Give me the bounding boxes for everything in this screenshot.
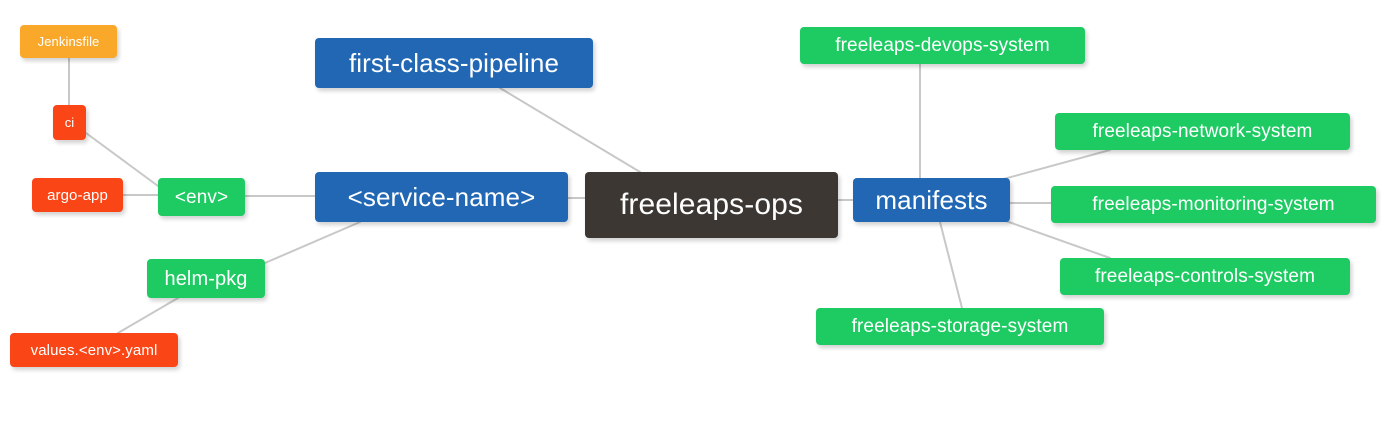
node-freeleaps-storage-system[interactable]: freeleaps-storage-system	[816, 308, 1104, 345]
node-first-class-pipeline[interactable]: first-class-pipeline	[315, 38, 593, 88]
node-label-helm-pkg: helm-pkg	[164, 267, 248, 290]
edge-manifests-to-freeleaps-controls-system	[1005, 220, 1111, 259]
node-label-env: <env>	[174, 186, 229, 208]
node-label-freeleaps-devops-system: freeleaps-devops-system	[835, 35, 1050, 56]
node-label-freeleaps-network-system: freeleaps-network-system	[1092, 121, 1313, 142]
edge-first-class-pipeline-to-freeleaps-ops	[499, 87, 641, 173]
node-freeleaps-network-system[interactable]: freeleaps-network-system	[1055, 113, 1350, 150]
edge-manifests-to-freeleaps-storage-system	[939, 221, 963, 309]
node-label-service-name: <service-name>	[347, 182, 536, 212]
node-label-manifests: manifests	[875, 185, 988, 215]
node-freeleaps-devops-system[interactable]: freeleaps-devops-system	[800, 27, 1085, 64]
node-helm-pkg[interactable]: helm-pkg	[147, 259, 265, 298]
node-label-argo-app: argo-app	[47, 186, 108, 204]
node-label-jenkinsfile: Jenkinsfile	[37, 34, 100, 49]
node-label-freeleaps-monitoring-system: freeleaps-monitoring-system	[1092, 194, 1335, 215]
node-env[interactable]: <env>	[158, 178, 245, 216]
node-freeleaps-monitoring-system[interactable]: freeleaps-monitoring-system	[1051, 186, 1376, 223]
node-jenkinsfile[interactable]: Jenkinsfile	[20, 25, 117, 58]
edge-helm-pkg-to-service-name	[264, 221, 361, 264]
node-label-ci: ci	[64, 115, 75, 130]
node-label-first-class-pipeline: first-class-pipeline	[348, 48, 560, 78]
edge-manifests-to-freeleaps-network-system	[999, 149, 1111, 181]
node-manifests[interactable]: manifests	[853, 178, 1010, 222]
edge-values.<env>.yaml-to-helm-pkg	[117, 297, 179, 334]
node-label-values-yaml: values.<env>.yaml	[30, 341, 158, 359]
node-ci[interactable]: ci	[53, 105, 86, 140]
node-service-name[interactable]: <service-name>	[315, 172, 568, 222]
node-freeleaps-controls-system[interactable]: freeleaps-controls-system	[1060, 258, 1350, 295]
node-label-freeleaps-ops: freeleaps-ops	[619, 188, 804, 221]
node-label-freeleaps-storage-system: freeleaps-storage-system	[851, 316, 1069, 337]
node-label-freeleaps-controls-system: freeleaps-controls-system	[1094, 266, 1316, 287]
node-argo-app[interactable]: argo-app	[32, 178, 123, 212]
node-values-yaml[interactable]: values.<env>.yaml	[10, 333, 178, 367]
node-freeleaps-ops[interactable]: freeleaps-ops	[585, 172, 838, 238]
